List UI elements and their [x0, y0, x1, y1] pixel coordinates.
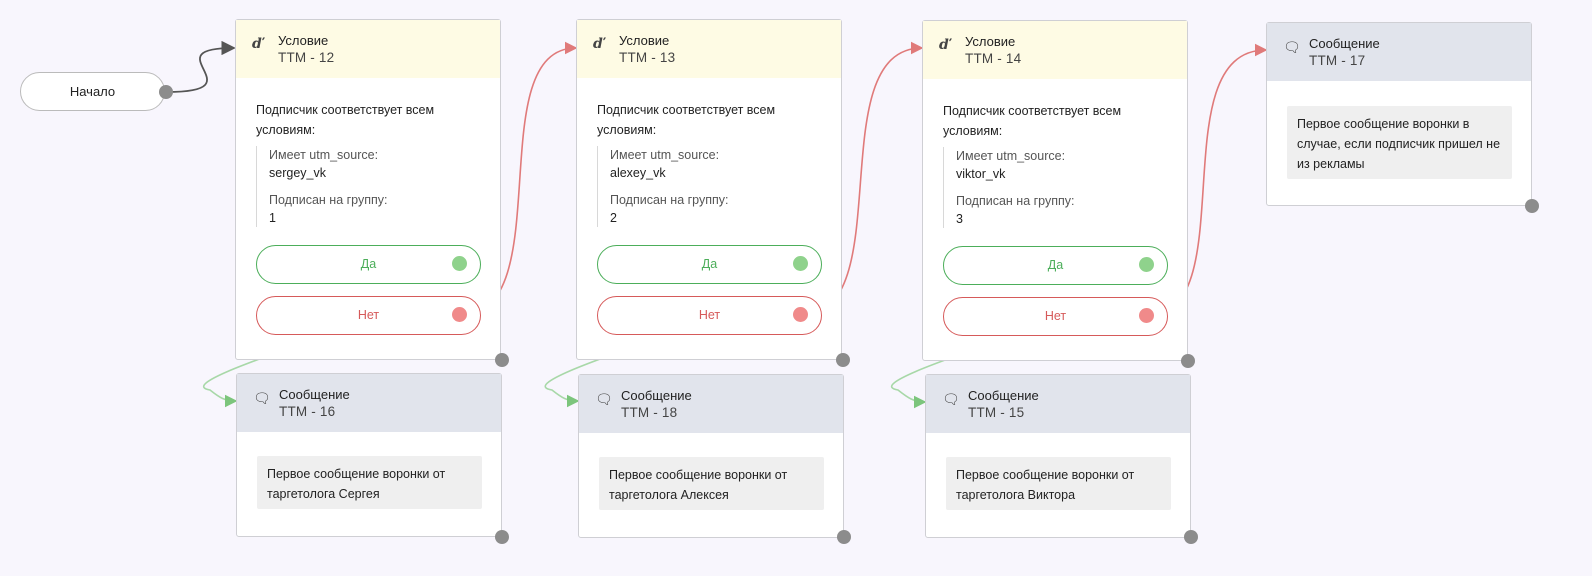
node-title: Условие: [619, 33, 670, 48]
speech-bubble-icon: 🗨: [595, 391, 613, 407]
condition-rules: Имеет utm_source: sergey_vk Подписан на …: [256, 146, 480, 227]
node-output-port[interactable]: [1181, 354, 1195, 368]
node-output-port[interactable]: [1525, 199, 1539, 213]
condition-node-ttm14[interactable]: ď Условие ТТМ - 14 Подписчик соответству…: [922, 20, 1188, 361]
yes-branch-button[interactable]: Да: [256, 245, 481, 284]
yes-output-port[interactable]: [793, 256, 808, 271]
node-id: ТТМ - 16: [279, 404, 336, 419]
condition-header: ď Условие ТТМ - 12: [236, 20, 500, 78]
rule-label: Подписан на группу:: [610, 193, 729, 207]
message-node-ttm15[interactable]: 🗨 Сообщение ТТМ - 15 Первое сообщение во…: [925, 374, 1191, 538]
node-output-port[interactable]: [495, 530, 509, 544]
message-text: Первое сообщение воронки от таргетолога …: [599, 457, 824, 510]
message-header: 🗨 Сообщение ТТМ - 15: [926, 375, 1190, 433]
node-id: ТТМ - 17: [1309, 53, 1366, 68]
node-output-port[interactable]: [837, 530, 851, 544]
start-label: Начало: [69, 84, 116, 99]
condition-node-ttm13[interactable]: ď Условие ТТМ - 13 Подписчик соответству…: [576, 19, 842, 360]
message-node-ttm16[interactable]: 🗨 Сообщение ТТМ - 16 Первое сообщение во…: [236, 373, 502, 537]
condition-body: Подписчик соответствует всем условиям: И…: [236, 78, 500, 227]
rule-label: Подписан на группу:: [269, 193, 388, 207]
no-label: Нет: [1044, 309, 1067, 323]
message-node-ttm17[interactable]: 🗨 Сообщение ТТМ - 17 Первое сообщение во…: [1266, 22, 1532, 206]
rule-label: Имеет utm_source:: [956, 149, 1066, 163]
condition-intro: Подписчик соответствует всем условиям:: [943, 104, 1122, 138]
speech-bubble-icon: 🗨: [1283, 39, 1301, 55]
speech-bubble-icon: 🗨: [253, 390, 271, 406]
condition-header: ď Условие ТТМ - 13: [577, 20, 841, 78]
node-title: Условие: [278, 33, 329, 48]
start-node[interactable]: Начало: [20, 72, 165, 111]
node-id: ТТМ - 14: [965, 51, 1022, 66]
rule-value: 1: [269, 211, 276, 225]
node-title: Сообщение: [621, 388, 692, 403]
node-title: Условие: [965, 34, 1016, 49]
node-title: Сообщение: [1309, 36, 1380, 51]
node-title: Сообщение: [968, 388, 1039, 403]
message-node-ttm18[interactable]: 🗨 Сообщение ТТМ - 18 Первое сообщение во…: [578, 374, 844, 538]
condition-node-ttm12[interactable]: ď Условие ТТМ - 12 Подписчик соответству…: [235, 19, 501, 360]
no-label: Нет: [357, 308, 380, 322]
condition-icon: ď: [939, 37, 949, 53]
message-text: Первое сообщение воронки в случае, если …: [1287, 106, 1512, 179]
rule-value: alexey_vk: [610, 166, 666, 180]
condition-body: Подписчик соответствует всем условиям: И…: [577, 78, 841, 227]
no-branch-button[interactable]: Нет: [943, 297, 1168, 336]
rule-label: Имеет utm_source:: [610, 148, 720, 162]
no-output-port[interactable]: [452, 307, 467, 322]
no-branch-button[interactable]: Нет: [256, 296, 481, 335]
yes-output-port[interactable]: [1139, 257, 1154, 272]
condition-rules: Имеет utm_source: alexey_vk Подписан на …: [597, 146, 821, 227]
yes-label: Да: [701, 257, 718, 271]
node-id: ТТМ - 12: [278, 50, 335, 65]
condition-body: Подписчик соответствует всем условиям: И…: [923, 79, 1187, 228]
no-output-port[interactable]: [793, 307, 808, 322]
message-text: Первое сообщение воронки от таргетолога …: [257, 456, 482, 509]
start-output-port[interactable]: [159, 85, 173, 99]
condition-icon: ď: [252, 36, 262, 52]
node-id: ТТМ - 13: [619, 50, 676, 65]
rule-label: Имеет utm_source:: [269, 148, 379, 162]
node-id: ТТМ - 15: [968, 405, 1025, 420]
rule-value: 3: [956, 212, 963, 226]
link-start-to-ttm12: [166, 40, 236, 93]
message-text: Первое сообщение воронки от таргетолога …: [946, 457, 1171, 510]
yes-branch-button[interactable]: Да: [943, 246, 1168, 285]
message-header: 🗨 Сообщение ТТМ - 16: [237, 374, 501, 432]
condition-intro: Подписчик соответствует всем условиям:: [597, 103, 776, 137]
rule-value: sergey_vk: [269, 166, 326, 180]
node-id: ТТМ - 18: [621, 405, 678, 420]
rule-value: viktor_vk: [956, 167, 1006, 181]
message-header: 🗨 Сообщение ТТМ - 17: [1267, 23, 1531, 81]
no-branch-button[interactable]: Нет: [597, 296, 822, 335]
yes-output-port[interactable]: [452, 256, 467, 271]
speech-bubble-icon: 🗨: [942, 391, 960, 407]
rule-label: Подписан на группу:: [956, 194, 1075, 208]
node-output-port[interactable]: [1184, 530, 1198, 544]
yes-branch-button[interactable]: Да: [597, 245, 822, 284]
yes-label: Да: [360, 257, 377, 271]
node-output-port[interactable]: [495, 353, 509, 367]
message-header: 🗨 Сообщение ТТМ - 18: [579, 375, 843, 433]
rule-value: 2: [610, 211, 617, 225]
no-label: Нет: [698, 308, 721, 322]
condition-intro: Подписчик соответствует всем условиям:: [256, 103, 435, 137]
condition-icon: ď: [593, 36, 603, 52]
condition-rules: Имеет utm_source: viktor_vk Подписан на …: [943, 147, 1167, 228]
yes-label: Да: [1047, 258, 1064, 272]
node-title: Сообщение: [279, 387, 350, 402]
no-output-port[interactable]: [1139, 308, 1154, 323]
condition-header: ď Условие ТТМ - 14: [923, 21, 1187, 79]
node-output-port[interactable]: [836, 353, 850, 367]
